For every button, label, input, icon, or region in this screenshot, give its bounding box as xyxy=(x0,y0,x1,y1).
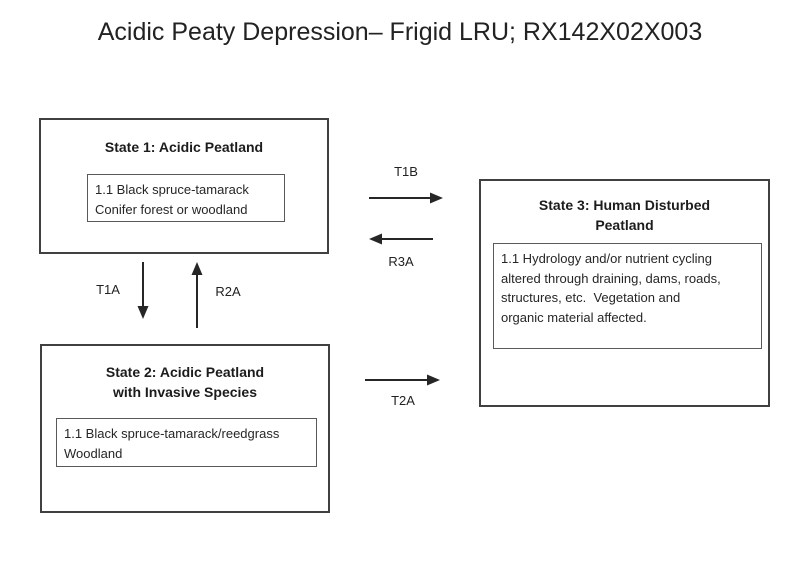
state2-community-box: 1.1 Black spruce-tamarack/reedgrass Wood… xyxy=(56,418,317,467)
transition-t1b-label: T1B xyxy=(394,164,418,179)
transition-r2a-label: R2A xyxy=(215,284,241,299)
state1-box: State 1: Acidic Peatland 1.1 Black spruc… xyxy=(39,118,329,254)
transition-t2a-arrow-right-icon xyxy=(365,374,440,386)
transition-r3a-arrow-left-icon xyxy=(369,233,433,245)
state1-title: State 1: Acidic Peatland xyxy=(104,139,264,155)
state2-box: State 2: Acidic Peatland with Invasive S… xyxy=(40,344,330,513)
state3-title: State 3: Human Disturbed Peatland xyxy=(538,197,711,234)
state1-community-box: 1.1 Black spruce-tamarack Conifer forest… xyxy=(87,174,285,222)
state2-title: State 2: Acidic Peatland with Invasive S… xyxy=(105,364,265,401)
transition-t1a-label: T1A xyxy=(96,282,120,297)
transition-r3a-label: R3A xyxy=(388,254,414,269)
state1-community-text: 1.1 Black spruce-tamarack Conifer forest… xyxy=(95,182,249,217)
state2-community-text: 1.1 Black spruce-tamarack/reedgrass Wood… xyxy=(64,426,280,461)
transition-r2a-arrow-up-icon xyxy=(191,262,203,328)
transition-t1b-arrow-right-icon xyxy=(369,192,443,204)
state3-box: State 3: Human Disturbed Peatland 1.1 Hy… xyxy=(479,179,770,407)
state3-community-box: 1.1 Hydrology and/or nutrient cycling al… xyxy=(493,243,762,349)
diagram-title: Acidic Peaty Depression– Frigid LRU; RX1… xyxy=(97,18,703,46)
transition-t2a-label: T2A xyxy=(391,393,415,408)
transition-t1a-arrow-down-icon xyxy=(137,262,149,319)
state3-community-text: 1.1 Hydrology and/or nutrient cycling al… xyxy=(501,251,721,325)
